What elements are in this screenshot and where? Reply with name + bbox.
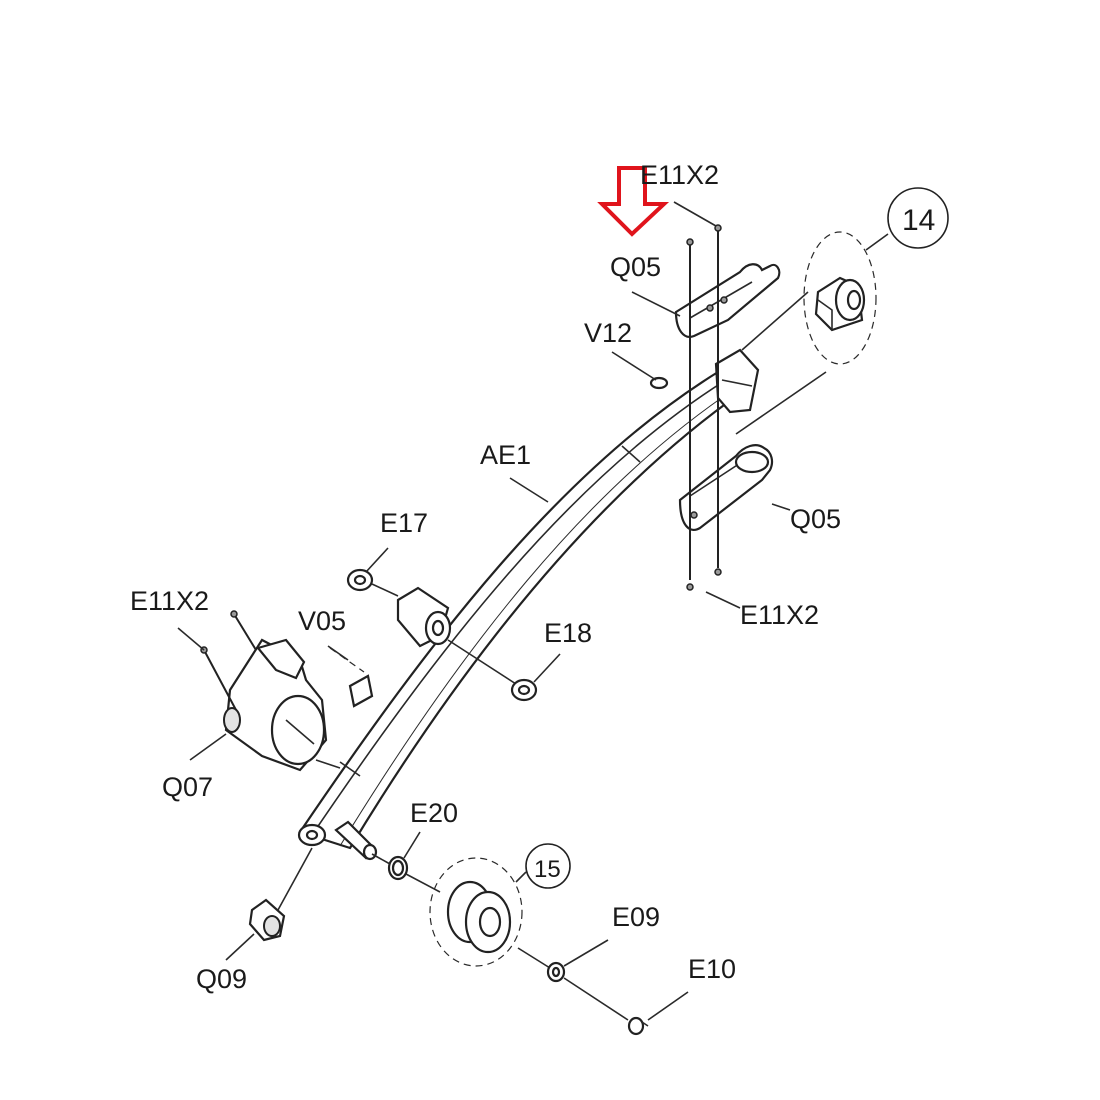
callout-circle-14 [887,187,949,249]
label-e20: E20 [410,798,458,828]
label-e10: E10 [688,954,736,984]
screws-e11x2-right [686,224,722,591]
cap-q09 [248,898,286,942]
label-q05-top: Q05 [610,252,661,282]
label-ae1: AE1 [480,440,531,470]
wheel-15 [429,857,523,967]
highlight-arrow-icon [597,166,670,237]
label-e11x2-left: E11X2 [130,586,209,616]
label-e11x2-top: E11X2 [640,160,719,190]
ring-e20 [387,855,409,881]
label-e17: E17 [380,508,428,538]
label-v05: V05 [298,606,346,636]
sticker-v05 [329,647,374,708]
label-q07: Q07 [162,772,213,802]
label-e09: E09 [612,902,660,932]
arm-ae1 [297,348,760,850]
label-q05-bottom: Q05 [790,504,841,534]
washer-e18 [510,678,538,702]
pin-axle [334,820,378,861]
bracket-q07 [223,638,341,772]
label-v12: V12 [584,318,632,348]
washer-e17 [346,568,374,592]
washer-v12 [649,376,669,390]
cover-q05-bottom [678,444,774,531]
pin-v05-bushing [396,586,452,648]
cover-q05-top [674,263,781,338]
label-e11x2-right: E11X2 [740,600,819,630]
callout-circle-15 [525,843,571,889]
bolt-e10 [627,1016,649,1036]
label-callout-15: 15 [534,856,561,883]
assembly-14 [803,231,877,365]
label-q09: Q09 [196,964,247,994]
label-callout-14: 14 [902,204,935,237]
washer-e09 [546,961,566,983]
label-e18: E18 [544,618,592,648]
